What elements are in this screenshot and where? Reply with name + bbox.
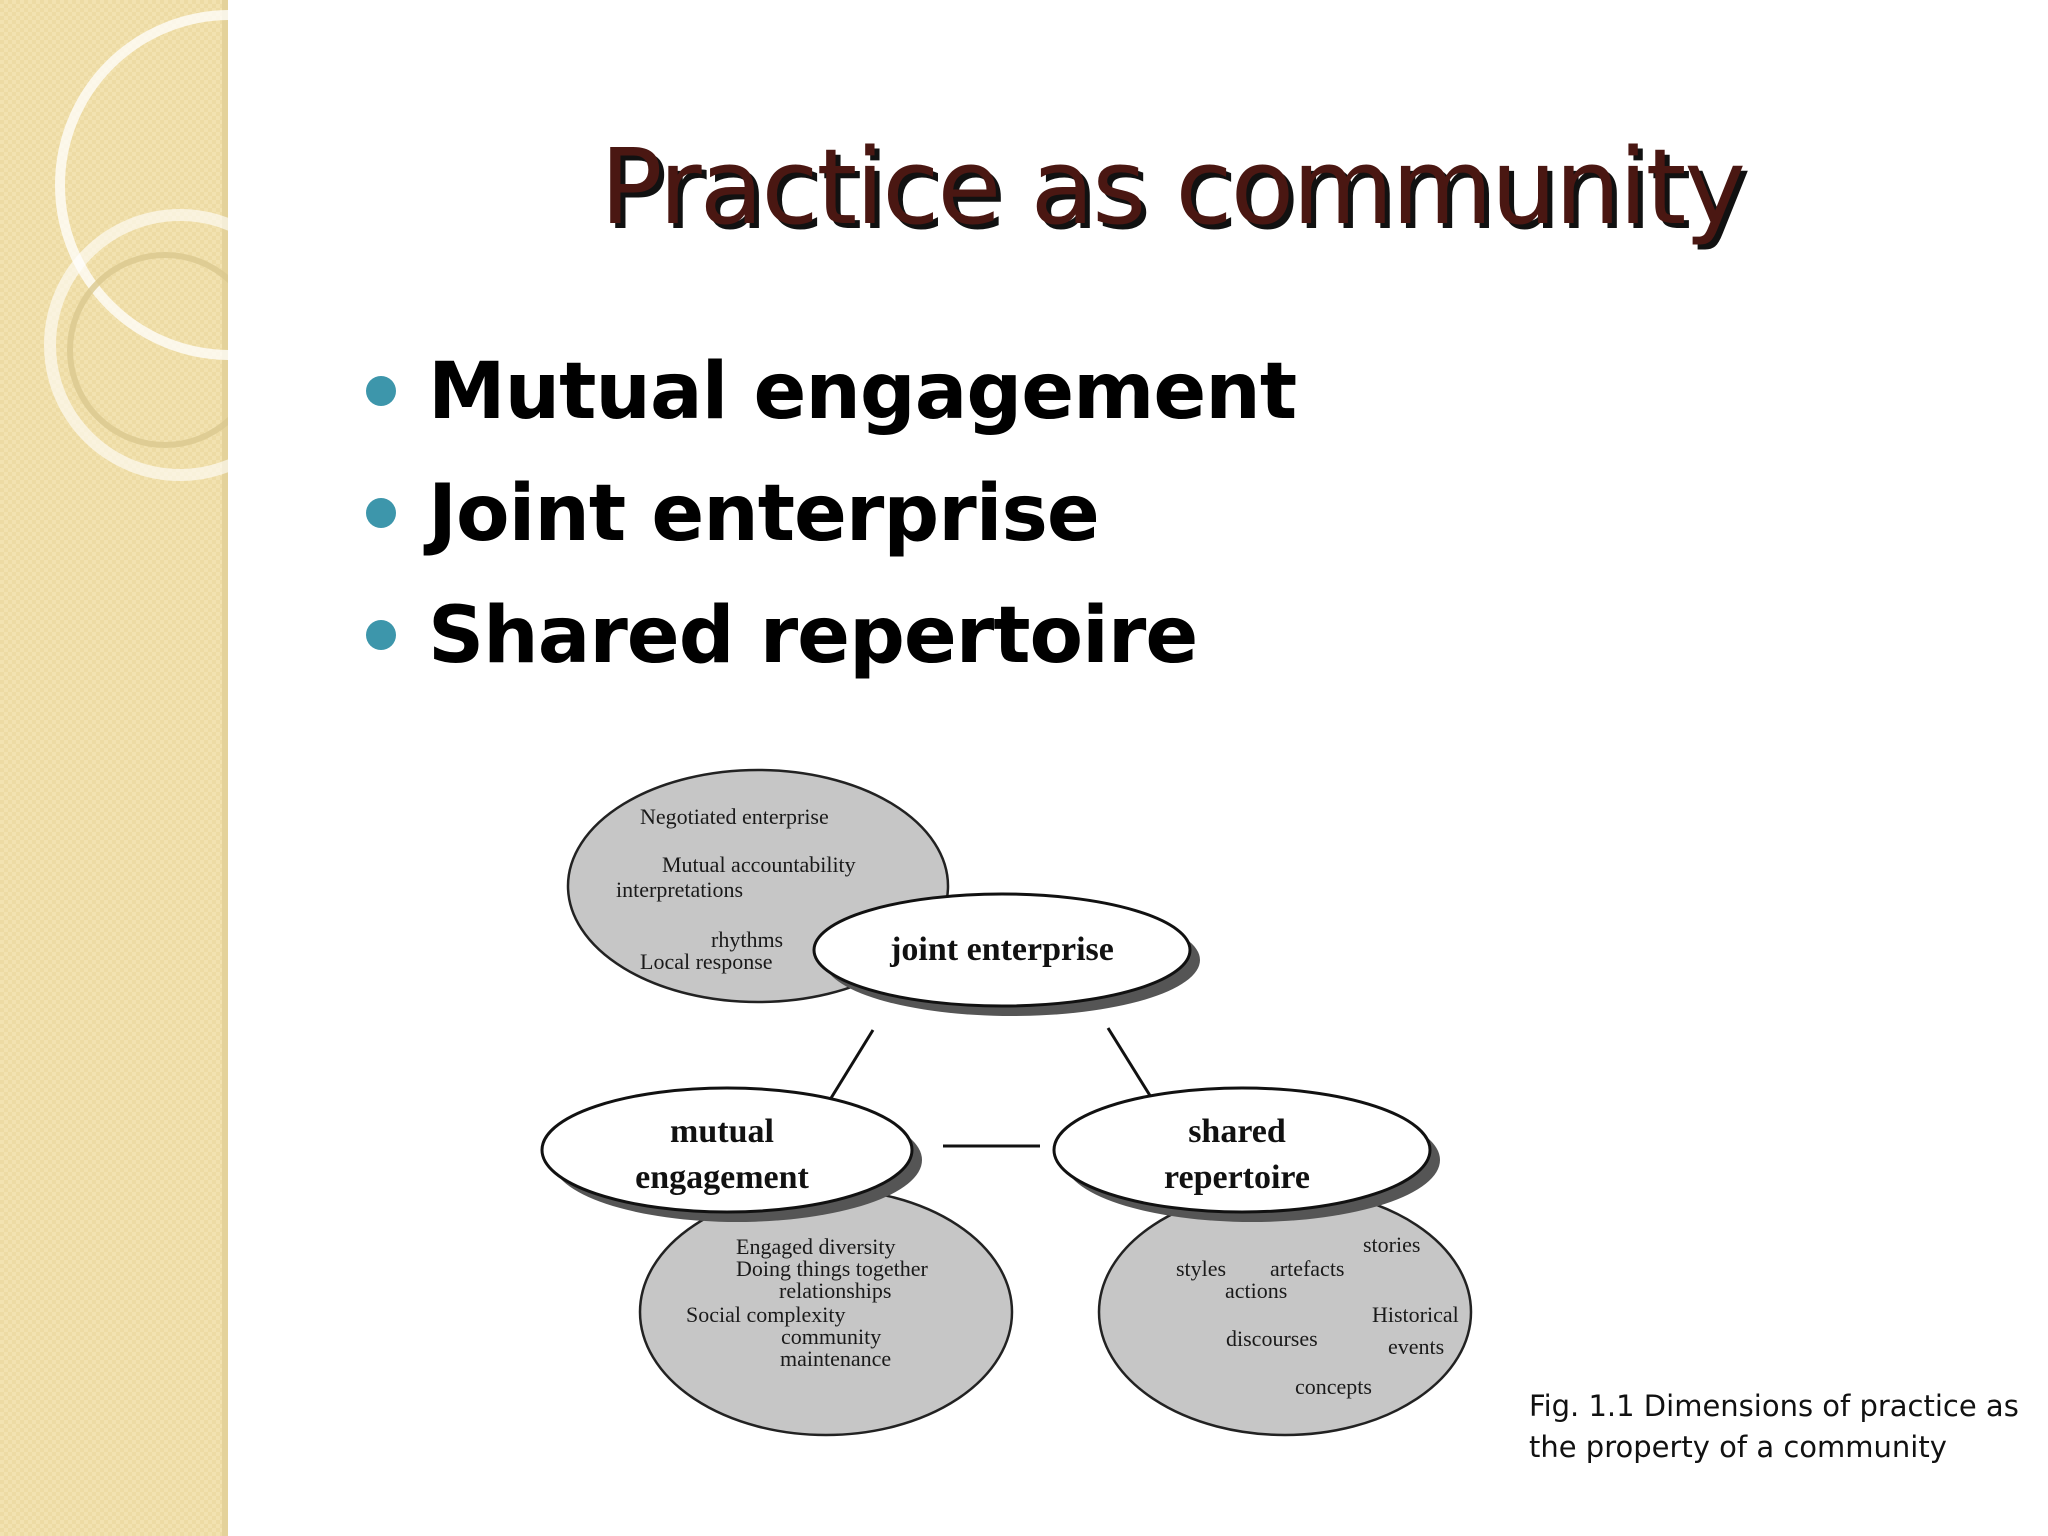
decorative-ring-small xyxy=(67,252,228,448)
joint-term: Mutual accountability xyxy=(662,852,856,877)
figure-caption: Fig. 1.1 Dimensions of practice as the p… xyxy=(1529,1386,2029,1468)
caption-line: Fig. 1.1 Dimensions of practice as xyxy=(1529,1389,2019,1423)
joint-term: Local response xyxy=(640,949,773,974)
bullet-dot-icon xyxy=(366,620,396,650)
mutual-engagement-node xyxy=(540,1086,914,1214)
slide-title: Practice as community xyxy=(600,126,1746,248)
bullet-item: Mutual engagement xyxy=(360,342,1297,464)
community-practice-diagram: Negotiated enterprise Mutual accountabil… xyxy=(540,768,1473,1437)
link-joint-shared xyxy=(1106,1027,1156,1103)
bullet-dot-icon xyxy=(366,376,396,406)
shared-repertoire-label: repertoire xyxy=(1164,1159,1310,1196)
bullet-text: Shared repertoire xyxy=(428,591,1198,681)
mutual-term: Engaged diversity xyxy=(736,1234,895,1259)
bullet-item: Shared repertoire xyxy=(360,586,1296,708)
shared-term: Historical xyxy=(1372,1302,1459,1327)
bullet-list: Mutual engagement Joint enterprise Share… xyxy=(360,342,1297,708)
bullet-dot-icon xyxy=(366,498,396,528)
shared-term: events xyxy=(1388,1334,1444,1359)
shared-repertoire-label: shared xyxy=(1188,1113,1286,1150)
shared-term: artefacts xyxy=(1270,1256,1345,1281)
mutual-engagement-label: mutual xyxy=(670,1113,774,1150)
joint-term: rhythms xyxy=(711,927,783,952)
joint-term: Negotiated enterprise xyxy=(640,804,829,829)
mutual-engagement-label: engagement xyxy=(635,1159,809,1196)
joint-term: interpretations xyxy=(616,877,743,902)
decorative-ring-large xyxy=(55,10,228,360)
bullet-text: Joint enterprise xyxy=(428,469,1100,559)
shared-term: discourses xyxy=(1226,1326,1318,1351)
caption-line: the property of a community xyxy=(1529,1430,1947,1464)
joint-enterprise-label: joint enterprise xyxy=(889,931,1114,968)
decorative-sidebar xyxy=(0,0,228,1536)
shared-term: concepts xyxy=(1295,1374,1372,1399)
mutual-term: Doing things together xyxy=(736,1256,929,1281)
shared-term: styles xyxy=(1176,1256,1226,1281)
shared-term: stories xyxy=(1363,1232,1420,1257)
bullet-text: Mutual engagement xyxy=(428,347,1297,437)
decorative-ring-medium xyxy=(44,209,228,481)
mutual-term: Social complexity xyxy=(686,1302,845,1327)
joint-enterprise-node xyxy=(812,892,1192,1008)
link-joint-mutual xyxy=(826,1029,875,1104)
mutual-term: relationships xyxy=(779,1278,891,1303)
bullet-item: Joint enterprise xyxy=(360,464,1296,586)
shared-term: actions xyxy=(1225,1278,1287,1303)
mutual-term: community xyxy=(781,1324,881,1349)
shared-repertoire-node xyxy=(1052,1086,1432,1214)
mutual-term: maintenance xyxy=(780,1346,891,1371)
